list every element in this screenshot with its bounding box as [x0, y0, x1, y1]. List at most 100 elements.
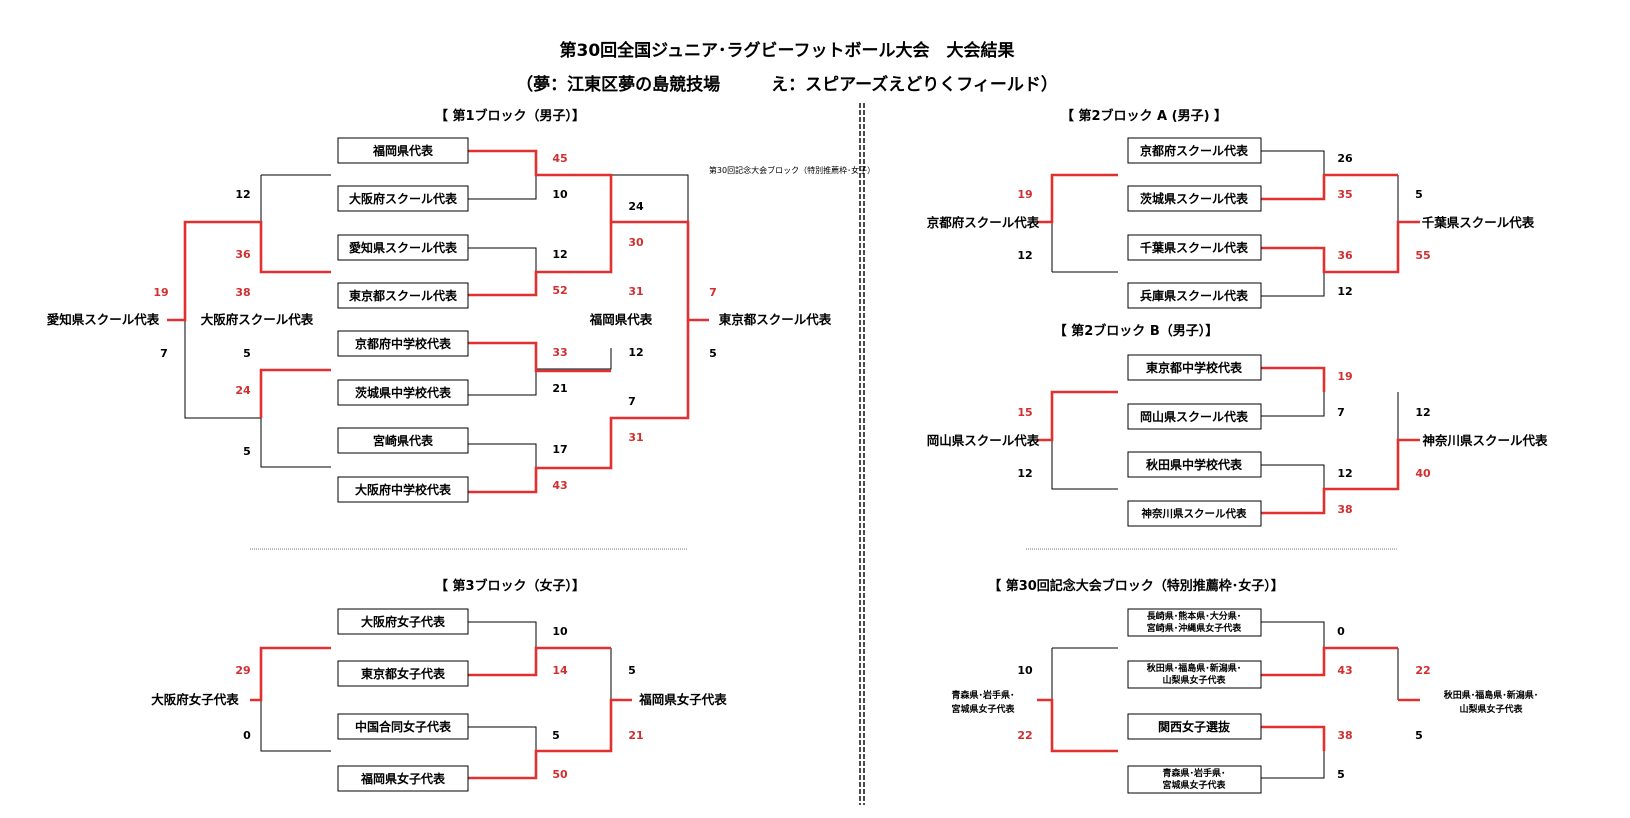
page-title: 第30回全国ジュニア･ラグビーフットボール大会 大会結果 — [560, 40, 1015, 61]
team-name: 中国合同女子代表 — [355, 719, 452, 734]
team-box — [1127, 660, 1262, 689]
score: 12 — [552, 248, 567, 261]
winner-label: 京都府スクール代表 — [927, 215, 1040, 230]
winner-label: 岡山県スクール代表 — [927, 433, 1040, 448]
score: 10 — [552, 625, 568, 638]
winner-label: 福岡県代表 — [589, 312, 653, 327]
team-box — [337, 713, 469, 740]
score: 26 — [1337, 152, 1353, 165]
score: 36 — [235, 248, 251, 261]
score: 33 — [552, 346, 567, 359]
score: 19 — [1337, 370, 1352, 383]
score: 22 — [1017, 729, 1032, 742]
team-name: 茨城県スクール代表 — [1140, 191, 1249, 206]
score: 12 — [1017, 249, 1032, 262]
winner-label: 東京都スクール代表 — [719, 312, 832, 327]
score: 30 — [628, 236, 644, 249]
score: 50 — [552, 768, 568, 781]
score: 5 — [1415, 729, 1423, 742]
team-name: 岡山県スクール代表 — [1140, 409, 1249, 424]
score: 38 — [235, 286, 250, 299]
block-1-teams: 福岡県代表 大阪府スクール代表 愛知県スクール代表 東京都スクール代表 京都府中… — [337, 137, 469, 503]
block-4-scores: 10 22 0 43 38 5 22 5 — [1017, 625, 1430, 781]
team-box — [337, 379, 469, 406]
score: 14 — [552, 664, 568, 677]
team-box — [1127, 234, 1262, 261]
block-2b: 【 第2ブロック B（男子）】 東京都中学校代表 岡山県スクール代表 秋田県中学… — [927, 323, 1548, 527]
team-name: 長崎県･熊本県･大分県･ — [1147, 610, 1242, 622]
score: 40 — [1415, 467, 1431, 480]
team-name: 関西女子選抜 — [1158, 719, 1231, 734]
winner-label: 宮城県女子代表 — [951, 703, 1015, 715]
score: 17 — [552, 443, 567, 456]
score: 5 — [1415, 188, 1423, 201]
team-name: 京都府中学校代表 — [355, 336, 452, 351]
block-2a: 【 第2ブロック A (男子) 】 京都府スクール代表 茨城県スクール代表 千葉… — [927, 108, 1535, 309]
team-name: 大阪府女子代表 — [361, 614, 446, 629]
team-box — [1127, 137, 1262, 164]
score: 7 — [1337, 406, 1345, 419]
team-name: 兵庫県スクール代表 — [1140, 288, 1249, 303]
block-2b-scores: 15 12 19 7 12 38 12 40 — [1017, 370, 1431, 516]
team-box — [337, 427, 469, 454]
team-box — [1127, 500, 1262, 527]
score: 31 — [628, 431, 643, 444]
block-2a-header: 【 第2ブロック A (男子) 】 — [1061, 108, 1227, 124]
score: 24 — [628, 200, 644, 213]
block-2a-scores: 19 12 26 35 36 12 5 55 — [1017, 152, 1430, 298]
block-3-win-lines — [250, 646, 632, 780]
team-box — [1127, 608, 1262, 637]
block-2a-win-lines — [1037, 173, 1420, 274]
team-name: 宮城県女子代表 — [1162, 779, 1226, 791]
score: 43 — [552, 479, 567, 492]
block-2b-lines — [1051, 392, 1399, 490]
block-1: 【 第1ブロック（男子）】 — [47, 108, 832, 503]
team-box — [337, 234, 469, 261]
team-box — [337, 282, 469, 309]
score: 5 — [709, 347, 717, 360]
block-3-header: 【 第3ブロック（女子）】 — [435, 578, 585, 594]
block-3-lines — [260, 621, 612, 752]
team-name: 東京都スクール代表 — [349, 288, 458, 303]
team-box — [337, 185, 469, 212]
score: 19 — [153, 286, 168, 299]
winner-label: 千葉県スクール代表 — [1422, 215, 1535, 230]
team-box — [337, 765, 469, 792]
team-name: 茨城県中学校代表 — [355, 385, 452, 400]
team-name: 大阪府中学校代表 — [355, 482, 452, 497]
team-box — [337, 660, 469, 687]
score: 31 — [628, 285, 643, 298]
score: 22 — [1415, 664, 1430, 677]
team-box — [1127, 713, 1262, 740]
team-name: 福岡県代表 — [372, 143, 434, 158]
score: 55 — [1415, 249, 1430, 262]
winner-label: 神奈川県スクール代表 — [1422, 433, 1548, 448]
team-name: 山梨県女子代表 — [1162, 674, 1226, 686]
score: 38 — [1337, 503, 1352, 516]
score: 12 — [1337, 467, 1352, 480]
score: 21 — [552, 382, 567, 395]
score: 15 — [1017, 406, 1032, 419]
score: 12 — [1337, 285, 1352, 298]
team-name: 秋田県･福島県･新潟県･ — [1146, 662, 1242, 674]
score: 38 — [1337, 729, 1352, 742]
team-box — [1127, 451, 1262, 478]
team-box — [1127, 185, 1262, 212]
team-box — [337, 608, 469, 635]
score: 21 — [628, 729, 643, 742]
score: 0 — [1337, 625, 1345, 638]
winner-label: 大阪府女子代表 — [151, 692, 239, 707]
score: 35 — [1337, 188, 1352, 201]
score: 5 — [243, 347, 251, 360]
score: 5 — [552, 729, 560, 742]
winner-label: 愛知県スクール代表 — [47, 312, 160, 327]
winner-label: 大阪府スクール代表 — [201, 312, 314, 327]
team-name: 宮崎県･沖縄県女子代表 — [1147, 622, 1243, 634]
score: 7 — [628, 395, 636, 408]
winner-label: 秋田県･福島県･新潟県･ — [1443, 689, 1539, 701]
page-subtitle: （夢：江東区夢の島競技場 え：スピアーズえどりくフィールド） — [516, 74, 1058, 95]
team-box — [1127, 282, 1262, 309]
score: 43 — [1337, 664, 1352, 677]
score: 5 — [628, 664, 636, 677]
